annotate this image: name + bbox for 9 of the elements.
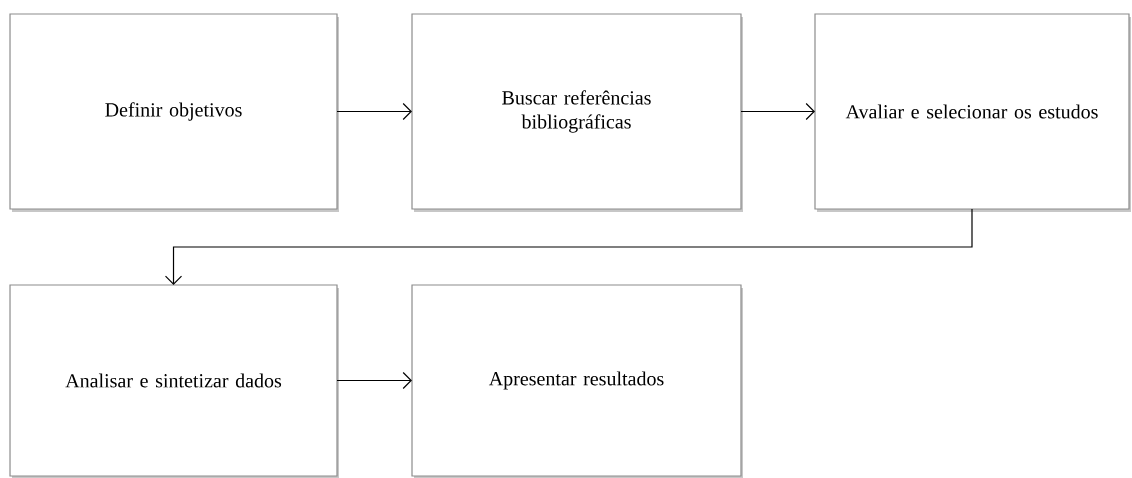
process-box: Analisar e sintetizar dados (9, 284, 339, 478)
arrow (336, 371, 412, 390)
process-box: Avaliar e selecionar os estudos (814, 13, 1131, 212)
arrow (164, 208, 973, 285)
arrow (336, 102, 412, 121)
process-box: Buscar referências bibliográficas (411, 13, 743, 212)
process-box: Apresentar resultados (411, 284, 743, 478)
process-box: Definir objetivos (9, 13, 339, 212)
arrow (740, 102, 815, 121)
